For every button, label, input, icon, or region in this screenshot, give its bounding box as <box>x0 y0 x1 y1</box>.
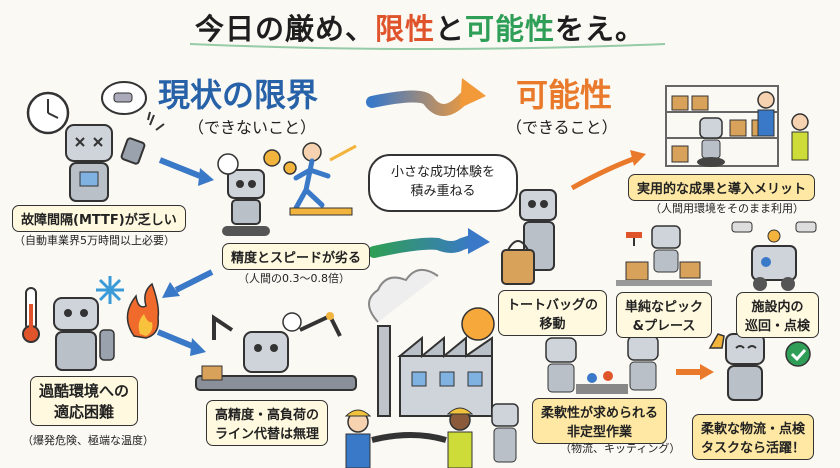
warehouse-icon <box>665 85 809 167</box>
big-arrow-top <box>366 86 476 116</box>
broken-part-bubble-icon <box>101 81 147 115</box>
limit-label-line-2: ライン代替は無理 <box>215 427 320 442</box>
possibility-label-flexible: 柔軟性が求められる 非定型作業 <box>532 398 668 444</box>
tote-robot-icon <box>501 189 557 285</box>
possibility-label-pick: 単純なピック &プレース <box>616 292 713 338</box>
possibility-label-flexible-2: 非定型作業 <box>567 425 633 440</box>
possibility-note-benefits: （人間用環境をそのまま利用） <box>650 202 804 215</box>
possibility-note-flexible: （物流、キッティング） <box>560 442 681 455</box>
title-part-4: 可能性 <box>465 12 556 46</box>
clock-icon <box>26 91 70 135</box>
possibility-label-patrol-1: 施設内の <box>751 300 804 315</box>
limit-label-harsh-2: 適応困難 <box>54 403 115 421</box>
limit-label-line-1: 高精度・高負荷の <box>215 408 320 423</box>
limit-note-mttf: （自動車業界5万時間以上必要） <box>14 234 175 247</box>
possibility-label-tote-2: 移動 <box>539 317 566 332</box>
title-part-2: 限性 <box>374 12 435 46</box>
kitting-robots-icon <box>545 335 659 394</box>
limits-heading: 現状の限界 <box>158 76 319 114</box>
possibility-label-patrol-2: 巡回・点検 <box>745 319 811 334</box>
possibility-label-tote-1: トートバッグの <box>507 298 599 313</box>
possibility-label-flexible-1: 柔軟性が求められる <box>541 406 659 421</box>
production-line-icon <box>195 312 357 391</box>
limit-label-harsh: 過酷環境への 適応困難 <box>30 376 139 426</box>
crack-marks <box>147 111 165 131</box>
title-part-5: をえ。 <box>555 12 646 46</box>
limits-subheading: （できないこと） <box>188 118 317 137</box>
slow-robot-icon <box>217 153 270 236</box>
title-part-1: 今日の厳め、 <box>194 12 375 46</box>
possibility-label-logistics-1: 柔軟な物流・点検 <box>701 422 806 437</box>
limit-label-precision: 精度とスピードが劣る <box>222 243 371 270</box>
page-title: 今日の厳め、限性と可能性をえ。 <box>0 6 840 48</box>
title-underline <box>189 43 666 50</box>
possibilities-heading: 可能性 <box>516 76 613 114</box>
sun-icon <box>461 307 495 341</box>
running-person-icon <box>293 142 331 211</box>
thermometer-icon <box>22 287 40 343</box>
limit-label-mttf: 故障間隔(MTTF)が乏しい <box>12 205 186 232</box>
possibility-label-benefits: 実用的な成果と導入メリット <box>628 174 816 201</box>
limit-label-harsh-1: 過酷環境への <box>39 382 130 400</box>
snowflake-icon <box>96 276 124 304</box>
possibility-label-pick-2: &プレース <box>632 319 696 334</box>
pick-place-robot-icon <box>616 225 712 286</box>
possibility-label-patrol: 施設内の 巡回・点検 <box>736 292 820 338</box>
possibilities-subheading: （できること） <box>506 118 618 137</box>
speed-line <box>329 144 357 162</box>
arrow-3 <box>156 329 194 349</box>
limit-note-precision: （人間の0.3〜0.8倍） <box>238 272 350 285</box>
title-part-3: と <box>434 12 465 46</box>
factory-icon <box>368 269 493 417</box>
limit-note-harsh: （爆発危険、極端な温度） <box>22 434 154 447</box>
big-arrow-bottom <box>368 234 480 258</box>
possibility-label-tote: トートバッグの 移動 <box>498 290 608 336</box>
bubble-line-2: 積み重ねる <box>410 183 476 199</box>
stressed-robot-icon <box>53 297 115 371</box>
possibility-label-pick-1: 単純なピック <box>625 300 704 315</box>
happy-robot-icon <box>708 333 811 401</box>
gear-icon <box>263 149 297 175</box>
possibility-label-logistics: 柔軟な物流・点検 タスクなら活躍！ <box>692 414 815 460</box>
bubble-line-1: 小さな成功体験を <box>390 165 495 180</box>
arrow-2 <box>174 269 214 293</box>
broken-robot-icon <box>65 124 146 202</box>
limit-label-line: 高精度・高負荷の ライン代替は無理 <box>206 400 329 446</box>
patrol-robot-icon <box>731 221 817 291</box>
arrow-4 <box>570 155 637 191</box>
possibility-label-logistics-2: タスクなら活躍！ <box>701 441 806 456</box>
fire-icon <box>126 282 160 339</box>
arrow-1 <box>158 157 202 179</box>
workers-handshake-icon <box>344 403 519 468</box>
center-bubble: 小さな成功体験を 積み重ねる <box>368 154 518 212</box>
ruler-icon <box>289 207 353 216</box>
